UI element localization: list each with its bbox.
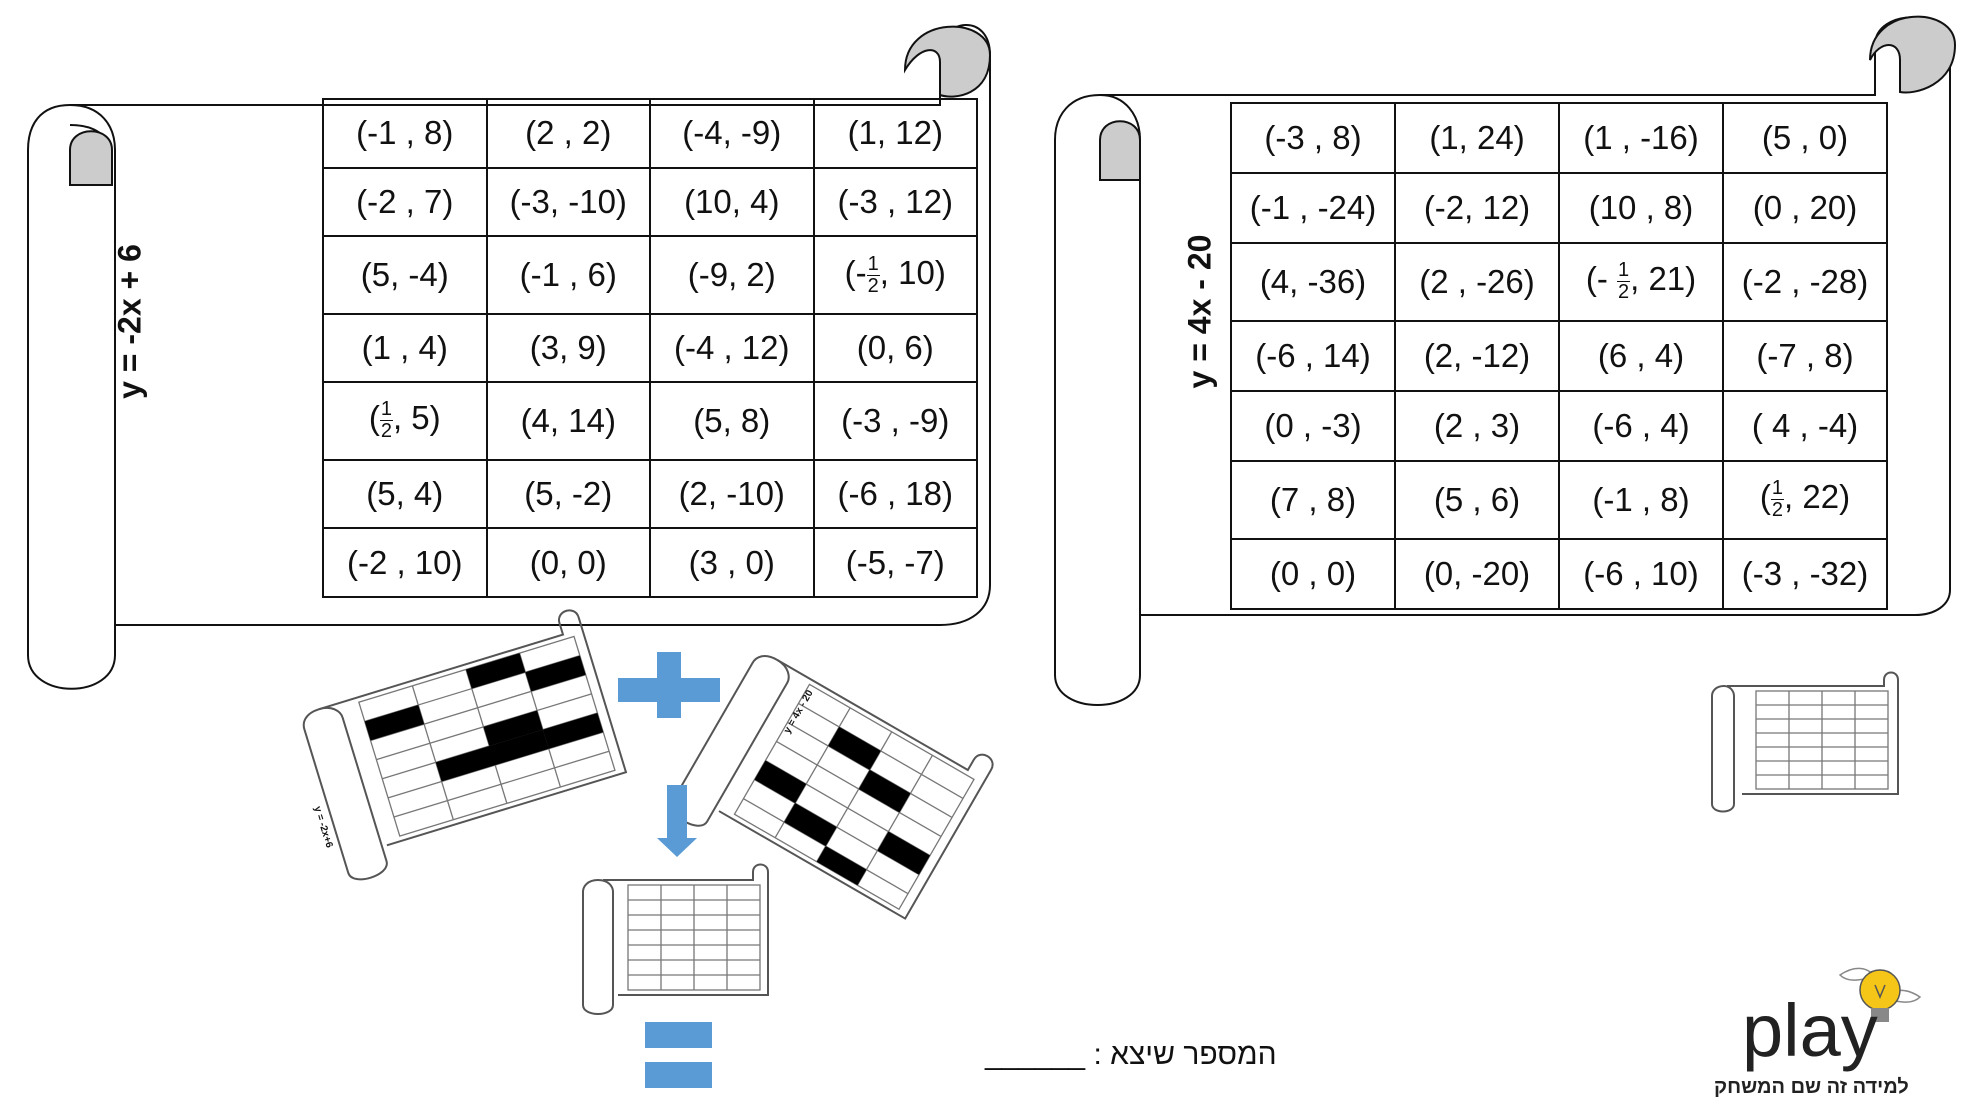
left-scroll-curl-left	[69, 130, 113, 186]
right-point-cell[interactable]: (-6 , 14)	[1230, 320, 1396, 392]
right-point-cell[interactable]: (-2 , -28)	[1722, 241, 1888, 323]
right-point-cell[interactable]: (0, -20)	[1394, 538, 1560, 610]
answer-label: המספר שיצא : ______	[985, 1038, 1277, 1071]
left-point-cell[interactable]: (5, 4)	[322, 458, 488, 530]
mini-left-scroll	[302, 609, 628, 881]
right-point-cell[interactable]: (6 , 4)	[1558, 320, 1724, 392]
left-point-cell[interactable]: (-1 , 6)	[485, 235, 651, 315]
left-point-cell[interactable]: (1, 12)	[812, 98, 978, 169]
right-point-cell[interactable]: (2, -12)	[1394, 320, 1560, 392]
right-point-cell[interactable]: (-7 , 8)	[1722, 320, 1888, 392]
right-point-row: (-1 , -24)(-2, 12)(10 , 8)(0 , 20)	[1230, 171, 1888, 244]
right-point-cell[interactable]: (0 , 20)	[1722, 171, 1888, 244]
left-point-cell[interactable]: (-5, -7)	[812, 527, 978, 598]
left-point-cell[interactable]: (-6 , 18)	[812, 458, 978, 530]
right-point-cell[interactable]: (1, 24)	[1394, 102, 1560, 174]
left-point-cell[interactable]: (-2 , 10)	[322, 527, 488, 598]
plus-icon	[618, 652, 720, 718]
left-point-row: (1 , 4)(3, 9)(-4 , 12)(0, 6)	[322, 312, 978, 384]
left-scroll-curl-top	[903, 25, 992, 98]
left-point-cell[interactable]: (0, 0)	[485, 527, 651, 598]
logo-word: play	[1742, 989, 1878, 1072]
left-point-cell[interactable]: (-3 , -9)	[812, 381, 978, 461]
mini-right-scroll	[670, 655, 994, 920]
left-point-cell[interactable]: (0, 6)	[812, 312, 978, 384]
right-point-cell[interactable]: (2 , 3)	[1394, 389, 1560, 462]
right-scroll-curl-top	[1869, 15, 1957, 94]
left-point-cell[interactable]: (-4, -9)	[649, 98, 815, 169]
right-point-cell[interactable]: (10 , 8)	[1558, 171, 1724, 244]
right-point-row: (0 , 0)(0, -20)(-6 , 10)(-3 , -32)	[1230, 538, 1888, 610]
bulb-icon	[1838, 967, 1922, 1022]
right-point-cell[interactable]: (-3 , 8)	[1230, 102, 1396, 174]
arrow-down-icon	[657, 785, 697, 857]
left-point-row: (-2 , 10)(0, 0)(3 , 0)(-5, -7)	[322, 527, 978, 598]
right-point-cell[interactable]: (-1 , 8)	[1558, 459, 1724, 541]
left-point-cell[interactable]: (-4 , 12)	[649, 312, 815, 384]
equals-icon	[645, 1022, 712, 1088]
left-point-cell[interactable]: (5, 8)	[649, 381, 815, 461]
left-equation: y = -2x + 6	[111, 244, 148, 399]
right-point-cell[interactable]: (2 , -26)	[1394, 241, 1560, 323]
left-point-cell[interactable]: (10, 4)	[649, 166, 815, 238]
left-point-row: (5, 4)(5, -2)(2, -10)(-6 , 18)	[322, 458, 978, 530]
left-point-cell[interactable]: (4, 14)	[485, 381, 651, 461]
left-point-cell[interactable]: (-2 , 7)	[322, 166, 488, 238]
right-point-row: (0 , -3)(2 , 3)(-6 , 4)( 4 , -4)	[1230, 389, 1888, 462]
right-point-cell[interactable]: (7 , 8)	[1230, 459, 1396, 541]
left-point-row: (-1 , 8)(2 , 2)(-4, -9)(1, 12)	[322, 98, 978, 169]
mini-center-scroll	[582, 863, 769, 1015]
left-point-cell[interactable]: (5, -4)	[322, 235, 488, 315]
right-point-cell[interactable]: (0 , -3)	[1230, 389, 1396, 462]
right-point-cell[interactable]: (5 , 6)	[1394, 459, 1560, 541]
right-point-row: (-3 , 8)(1, 24)(1 , -16)(5 , 0)	[1230, 102, 1888, 174]
right-point-cell[interactable]: (4, -36)	[1230, 241, 1396, 323]
right-points-table: (-3 , 8)(1, 24)(1 , -16)(5 , 0)(-1 , -24…	[1230, 102, 1888, 610]
left-point-cell[interactable]: (3 , 0)	[649, 527, 815, 598]
logo-tagline: למידה זה שם המשחק	[1714, 1076, 1909, 1098]
right-point-cell[interactable]: ( 4 , -4)	[1722, 389, 1888, 462]
mini-corner-scroll	[1711, 671, 1899, 813]
left-point-cell[interactable]: (-9, 2)	[649, 235, 815, 315]
left-point-cell[interactable]: (-3 , 12)	[812, 166, 978, 238]
right-point-cell[interactable]: (-6 , 4)	[1558, 389, 1724, 462]
right-point-row: (-6 , 14)(2, -12)(6 , 4)(-7 , 8)	[1230, 320, 1888, 392]
left-point-cell[interactable]: (2 , 2)	[485, 98, 651, 169]
left-point-cell[interactable]: (2, -10)	[649, 458, 815, 530]
right-point-cell[interactable]: (-3 , -32)	[1722, 538, 1888, 610]
left-point-row: (-2 , 7)(-3, -10)(10, 4)(-3 , 12)	[322, 166, 978, 238]
right-point-cell[interactable]: (1 , -16)	[1558, 102, 1724, 174]
left-point-cell[interactable]: (-1 , 8)	[322, 98, 488, 169]
right-point-cell[interactable]: (0 , 0)	[1230, 538, 1396, 610]
left-point-cell[interactable]: (1 , 4)	[322, 312, 488, 384]
right-equation: y = 4x - 20	[1181, 234, 1218, 389]
left-point-cell[interactable]: (5, -2)	[485, 458, 651, 530]
right-point-cell[interactable]: (-2, 12)	[1394, 171, 1560, 244]
right-point-cell[interactable]: (-6 , 10)	[1558, 538, 1724, 610]
right-point-cell[interactable]: (-1 , -24)	[1230, 171, 1396, 244]
right-scroll-curl-left	[1099, 120, 1141, 181]
right-point-cell[interactable]: (5 , 0)	[1722, 102, 1888, 174]
left-point-cell[interactable]: (-3, -10)	[485, 166, 651, 238]
left-points-table: (-1 , 8)(2 , 2)(-4, -9)(1, 12)(-2 , 7)(-…	[322, 98, 978, 598]
left-point-cell[interactable]: (3, 9)	[485, 312, 651, 384]
